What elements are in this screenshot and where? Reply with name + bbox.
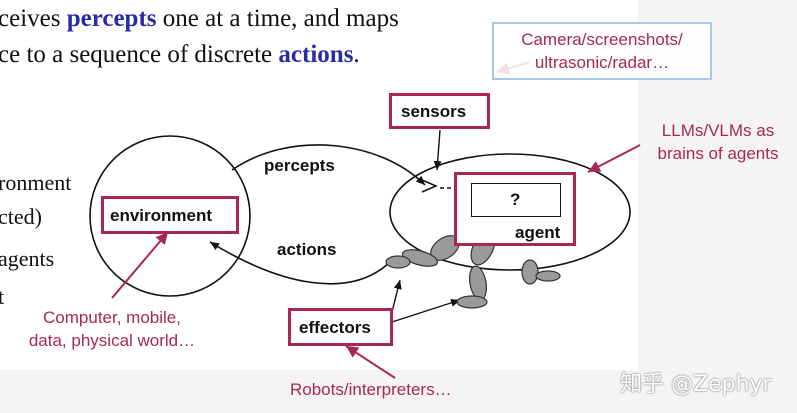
question-mark: ? xyxy=(510,190,521,209)
camera-annotation-box: Camera/screenshots/ ultrasonic/radar… xyxy=(492,22,712,80)
brain-box: ? xyxy=(471,183,561,217)
title-line-2: ce to a sequence of discrete actions. xyxy=(0,40,360,70)
sensors-label: sensors xyxy=(401,102,467,121)
title-text: one at a time, and maps xyxy=(156,5,399,32)
effectors-label: effectors xyxy=(299,318,371,337)
robots-annotation-arrow xyxy=(345,345,396,379)
llm-annotation: LLMs/VLMs as brains of agents xyxy=(640,119,796,165)
llm-annotation-line-2: brains of agents xyxy=(657,144,779,163)
computer-annotation-arrow xyxy=(111,231,169,299)
computer-annotation-line-1: Computer, mobile, xyxy=(43,308,181,327)
environment-box: environment xyxy=(101,196,239,234)
sensors-arrow xyxy=(433,129,442,171)
bullet-4: t xyxy=(0,284,5,309)
environment-circle xyxy=(89,135,251,297)
environment-label: environment xyxy=(110,206,213,225)
camera-annotation-line-2: ultrasonic/radar… xyxy=(534,53,670,72)
agent-label: agent xyxy=(515,223,561,242)
llm-annotation-arrow xyxy=(587,144,641,173)
computer-annotation-line-2: data, physical world… xyxy=(28,331,196,350)
camera-annotation-line-1: Camera/screenshots/ xyxy=(521,30,683,49)
percepts-label: percepts xyxy=(264,156,335,175)
effectors-box: effectors xyxy=(288,308,393,346)
title-text: ceives xyxy=(0,5,67,32)
highlight-percepts: percepts xyxy=(66,5,157,32)
highlight-actions: actions xyxy=(278,41,354,68)
title-text: ce to a sequence of discrete xyxy=(0,41,279,68)
actions-label: actions xyxy=(277,240,337,259)
sensors-box: sensors xyxy=(389,93,490,129)
computer-annotation: Computer, mobile, data, physical world… xyxy=(8,306,216,352)
watermark: 知乎 @Zephyr xyxy=(620,372,772,397)
title-text: . xyxy=(353,41,360,68)
bullet-2: cted) xyxy=(0,204,42,229)
bullet-1: ronment xyxy=(0,170,72,195)
effector-arrow-2 xyxy=(391,298,461,323)
agent-box: ? agent xyxy=(454,172,576,246)
title-line-1: ceives percepts one at a time, and maps xyxy=(0,4,399,34)
actions-arrow xyxy=(209,241,391,285)
eye-icon xyxy=(421,179,438,193)
robots-annotation: Robots/interpreters… xyxy=(290,380,452,399)
percepts-arrow xyxy=(231,144,426,186)
agent-ellipse xyxy=(389,153,631,271)
bullet-3: agents xyxy=(0,246,55,271)
llm-annotation-line-1: LLMs/VLMs as xyxy=(661,121,775,140)
